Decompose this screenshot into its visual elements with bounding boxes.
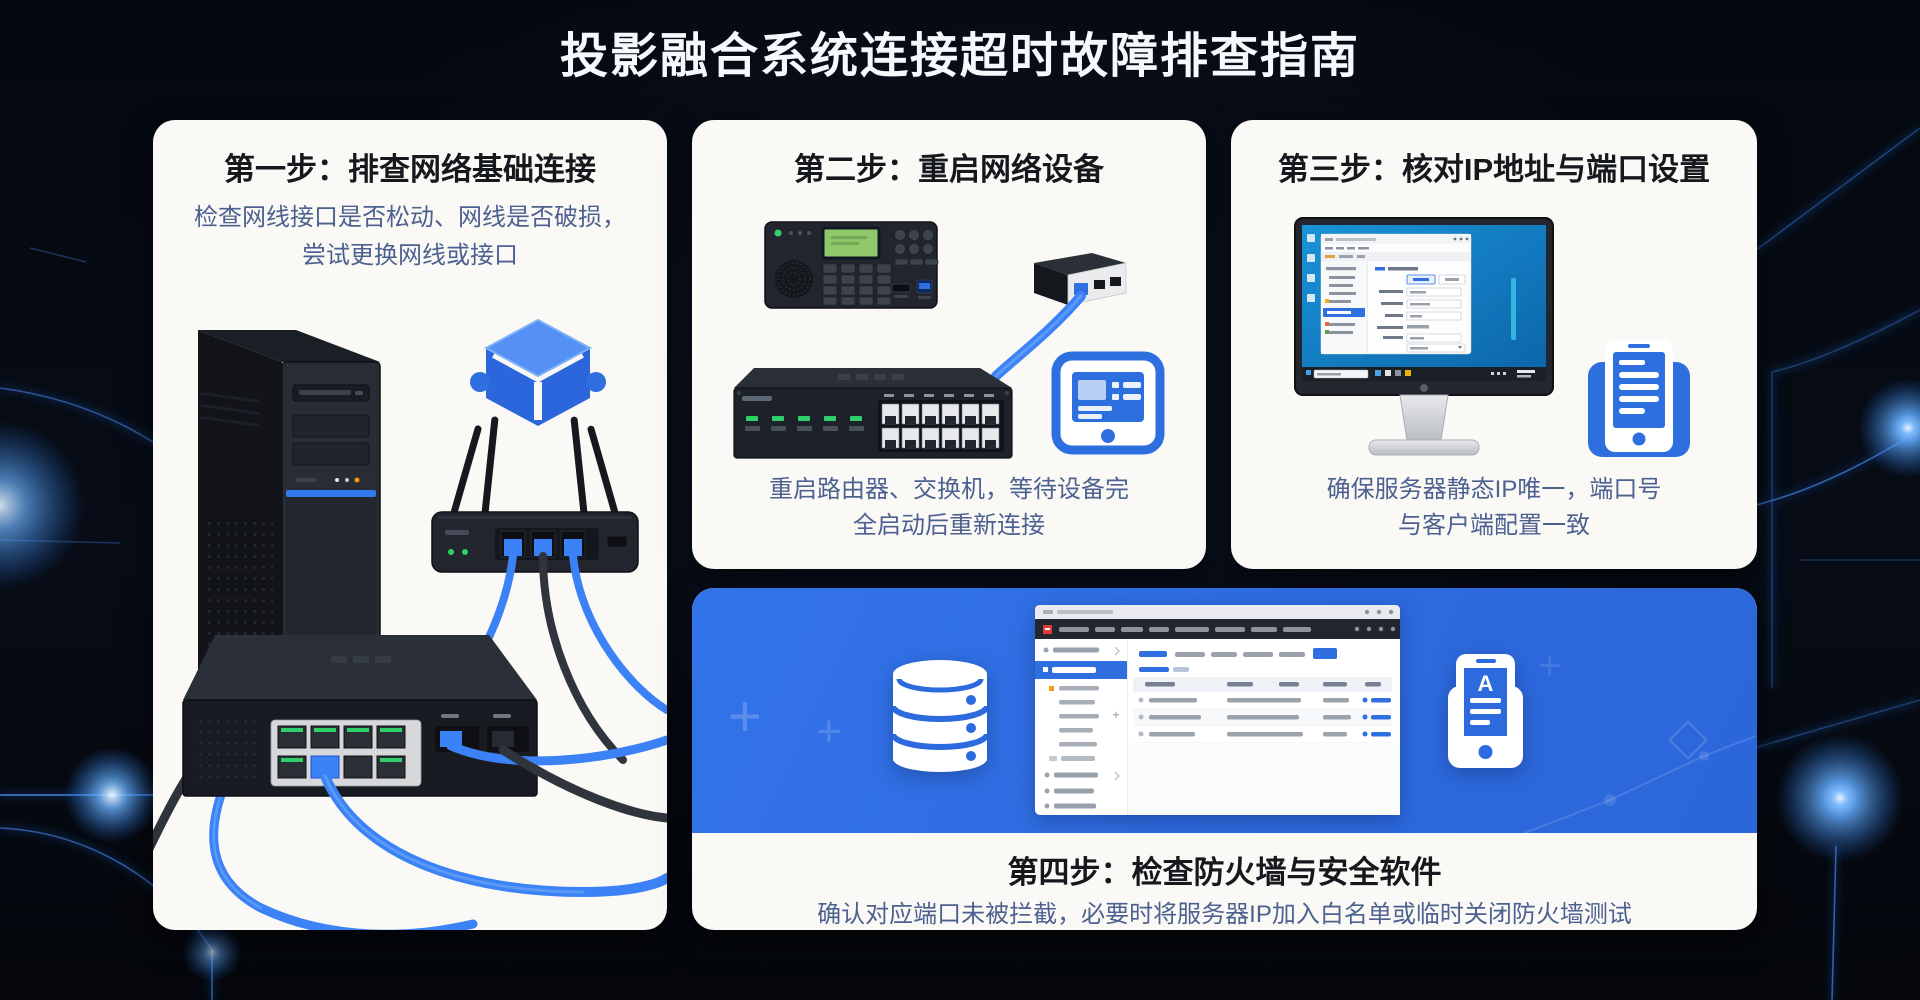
step3-illustration — [1294, 217, 1690, 457]
phone-a-label: A — [1478, 671, 1494, 696]
description-line: 重启路由器、交换机，等待设备完 — [769, 476, 1129, 503]
control-panel-device — [764, 221, 939, 309]
wifi-router — [431, 416, 639, 573]
step1-description: 检查网线接口是否松动、网线是否破损， 尝试更换网线或接口 — [159, 199, 661, 275]
step4-description: 确认对应端口未被拦截，必要时将服务器IP加入白名单或临时关闭防火墙测试 — [698, 896, 1751, 930]
taskbar — [1302, 367, 1546, 381]
display-panel-icon — [1051, 351, 1165, 455]
step1-title: 第一步：排查网络基础连接 — [224, 152, 596, 187]
sidebar — [1035, 646, 1127, 809]
monitor-stand — [1368, 394, 1480, 456]
ethernet-switch — [733, 368, 1013, 459]
step1-illustration — [153, 318, 667, 930]
step1-card: 第一步：排查网络基础连接 检查网线接口是否松动、网线是否破损， 尝试更换网线或接… — [153, 120, 667, 930]
plus-decoration: + — [728, 684, 762, 749]
step3-card: 第三步：核对IP地址与端口设置 — [1231, 120, 1757, 569]
step3-description: 确保服务器静态IP唯一，端口号 与客户端配置一致 — [1231, 472, 1757, 544]
console-content — [1128, 648, 1400, 815]
phone-firewall-icon: A — [1448, 654, 1523, 768]
description-line: 与客户端配置一致 — [1398, 512, 1590, 539]
description-line: 尝试更换网线或接口 — [302, 242, 518, 269]
switch-cables — [320, 735, 667, 898]
admin-console-screenshot — [1035, 605, 1400, 815]
page-title: 投影融合系统连接超时故障排查指南 — [559, 30, 1360, 83]
plus-decoration: + — [1538, 644, 1562, 688]
step3-title: 第三步：核对IP地址与端口设置 — [1277, 152, 1711, 187]
step4-banner: + + + — [692, 588, 1757, 833]
settings-window — [1320, 233, 1472, 355]
step4-title: 第四步：检查防火墙与安全软件 — [1007, 855, 1442, 890]
network-lines-decoration — [1521, 735, 1757, 833]
description-line: 检查网线接口是否松动、网线是否破损， — [194, 204, 626, 231]
database-icon — [893, 660, 987, 772]
step2-card: 第二步：重启网络设备 — [692, 120, 1206, 569]
monitor — [1294, 217, 1554, 396]
cube-icon — [470, 318, 606, 426]
step2-title: 第二步：重启网络设备 — [794, 152, 1104, 187]
plus-decoration: + — [816, 707, 842, 756]
description-line: 全启动后重新连接 — [853, 512, 1045, 539]
step2-description: 重启路由器、交换机，等待设备完 全启动后重新连接 — [692, 472, 1206, 544]
step4-card: + + + — [692, 588, 1757, 930]
description-line: 确保服务器静态IP唯一，端口号 — [1326, 476, 1662, 503]
glow-hotspots — [0, 258, 1920, 982]
phone-document-icon — [1588, 340, 1690, 457]
network-switch — [182, 635, 538, 797]
description-line: 确认对应端口未被拦截，必要时将服务器IP加入白名单或临时关闭防火墙测试 — [817, 901, 1632, 928]
step2-illustration — [733, 221, 1165, 459]
mini-converter-box — [1034, 253, 1127, 306]
